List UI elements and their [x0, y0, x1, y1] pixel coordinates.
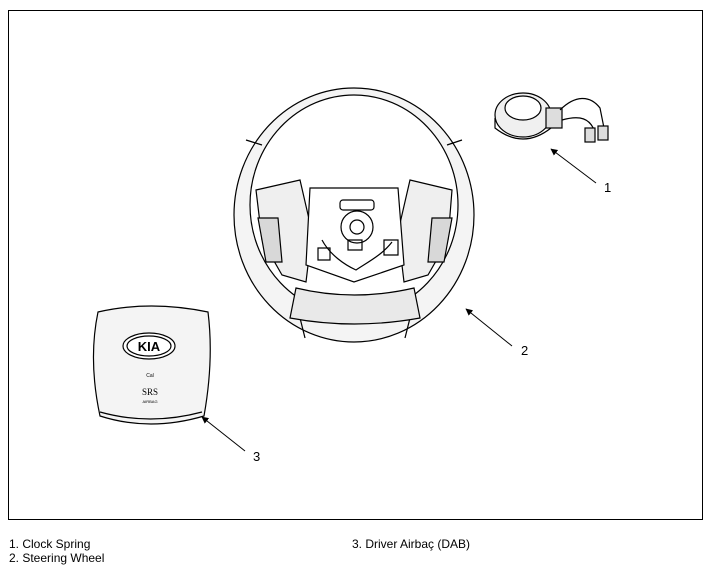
diagram-frame: [8, 10, 703, 520]
rim-seam: [245, 139, 263, 146]
rim-seam: [446, 139, 463, 146]
legend-right: 3. Driver Airbaç (DAB): [352, 537, 470, 551]
clock-spring-plug: [597, 125, 609, 141]
hub-nut: [349, 219, 365, 235]
clock-spring-bore: [504, 95, 542, 121]
hub-cavity: [305, 187, 405, 283]
clock-spring-plug: [584, 127, 596, 143]
kia-logo-text: KIA: [138, 339, 161, 354]
airbag-cover-edge: [99, 411, 203, 420]
hub-boss: [340, 210, 374, 244]
hub-connector: [347, 239, 363, 251]
lower-spoke: [289, 287, 421, 325]
clock-spring-rim: [494, 118, 552, 140]
leader-line-1: [550, 148, 597, 184]
rim-seam: [299, 317, 306, 339]
clock-spring: [494, 92, 609, 143]
kia-logo-inner: [126, 335, 172, 357]
clock-spring-connector: [545, 107, 563, 129]
airbag-module: [92, 305, 211, 425]
legend-item-clock-spring: 1. Clock Spring: [9, 537, 91, 551]
legend-left: 1. Clock Spring 2. Steering Wheel: [9, 537, 104, 565]
callout-1: 1: [604, 180, 611, 195]
hub-connector: [383, 239, 399, 256]
hub-bracket: [339, 199, 375, 211]
callout-3: 3: [253, 449, 260, 464]
leader-line-2: [465, 308, 513, 347]
leader-line-3: [201, 416, 246, 452]
rim-seam: [404, 317, 411, 339]
legend-item-airbag: 3. Driver Airbaç (DAB): [352, 537, 471, 551]
left-switch-pad: [257, 217, 283, 263]
steering-wheel: [233, 87, 475, 343]
legend-item-steering-wheel: 2. Steering Wheel: [9, 551, 105, 565]
srs-text: SRS: [142, 387, 158, 397]
clock-spring-wire: [559, 97, 605, 129]
airbag-small-mark: Cal: [146, 373, 154, 379]
srs-subtext: AIRBAG: [142, 399, 157, 404]
airbag-cover: [92, 305, 211, 425]
callout-2: 2: [521, 343, 528, 358]
hub-connector: [317, 247, 331, 261]
right-switch-pad: [427, 217, 453, 263]
